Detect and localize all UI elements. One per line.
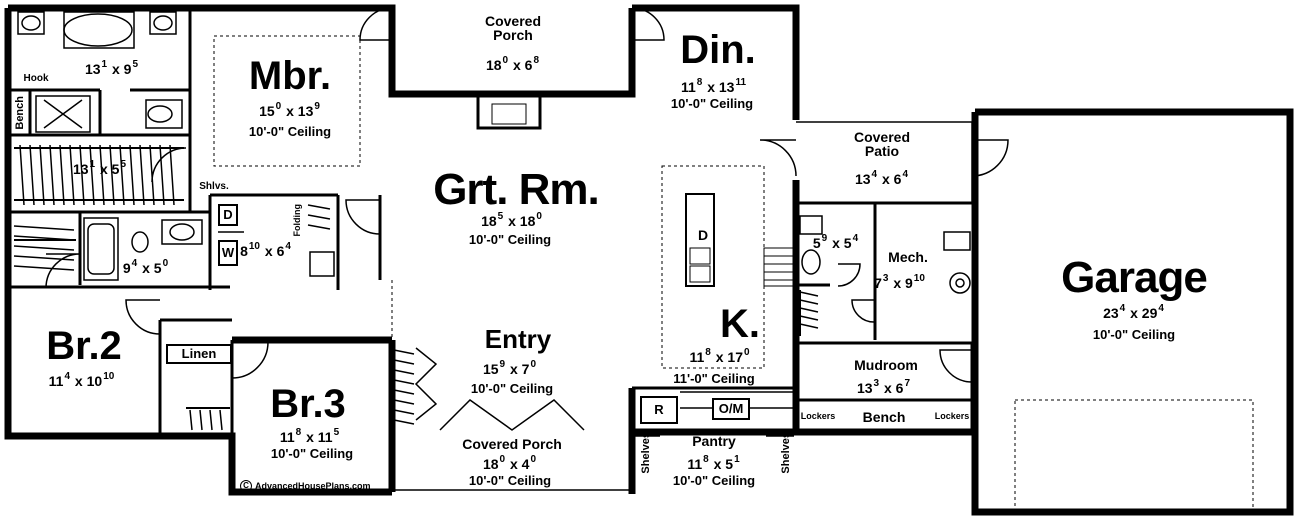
closet-master-dims: 131 x 55 [72,159,127,177]
copyright-icon: C [240,480,252,492]
porch-front-ceiling: 10'-0" Ceiling [468,473,552,488]
bench-small-label: Bench [14,96,26,130]
dryer-label: D [218,204,238,226]
fixtures [17,11,971,294]
room-mbr-dims: 150 x 139 [259,101,320,119]
bath2-dims: 94 x 50 [122,258,169,276]
dishwasher-label: D [697,227,709,243]
lockers-left-label: Lockers [800,411,836,421]
half-bath-dims: 59 x 54 [812,233,859,251]
room-great-dims: 185 x 180 [481,211,542,229]
room-entry-ceiling: 10'-0" Ceiling [470,381,554,396]
bench-label: Bench [862,409,906,425]
room-din-name: Din. [680,28,756,72]
porch-front-name: Covered Porch [462,436,562,452]
porch-outlines [392,121,973,491]
room-mech-dims: 73 x 910 [874,273,925,291]
washer-label: W [218,240,238,266]
room-kitchen-dims: 118 x 170 [689,347,750,365]
room-br3-name: Br.3 [270,382,346,426]
bath-master-dims: 131 x 95 [84,59,139,77]
kitchen-island [685,193,715,287]
closet-hangers [13,144,819,431]
shelves-label: Shlvs. [199,181,229,192]
room-mbr-ceiling: 10'-0" Ceiling [248,124,332,139]
room-mudroom-dims: 133 x 67 [856,378,911,396]
room-garage-dims: 234 x 294 [1103,303,1164,321]
hook-label: Hook [23,73,49,84]
lockers-right-label: Lockers [934,411,970,421]
room-great-ceiling: 10'-0" Ceiling [468,232,552,247]
room-din-dims: 118 x 1311 [680,77,747,95]
shelves-right-label: Shelves [780,432,792,474]
room-pantry-dims: 118 x 51 [687,454,740,472]
porch-top-dims: 180 x 68 [485,55,540,73]
room-entry-name: Entry [484,324,552,354]
room-great-name: Grt. Rm. [433,165,600,214]
room-br2-dims: 114 x 1010 [48,371,115,389]
room-garage-name: Garage [1061,253,1208,302]
fridge-label: R [640,396,678,424]
room-pantry-name: Pantry [692,433,736,449]
room-br3-ceiling: 10'-0" Ceiling [270,446,354,461]
porch-front-dims: 180 x 40 [482,454,537,472]
room-kitchen-name: K. [720,302,760,346]
laundry-dims: 810 x 64 [240,241,291,259]
room-br3-dims: 118 x 115 [279,427,340,445]
door-swings [45,7,1009,431]
patio-dims: 134 x 64 [854,169,909,187]
copyright-notice: C AdvancedHousePlans.com [240,480,371,492]
stairs [763,247,795,287]
room-mbr-name: Mbr. [248,54,332,98]
room-kitchen-ceiling: 11'-0" Ceiling [673,371,755,386]
room-mech-name: Mech. [888,249,928,265]
room-mudroom-name: Mudroom [854,357,918,373]
room-pantry-ceiling: 10'-0" Ceiling [672,473,756,488]
room-br2-name: Br.2 [46,324,122,368]
folding-label: Folding [292,204,302,237]
oven-label: O/M [712,398,750,420]
shelves-left-label: Shelves [640,432,652,474]
dashed-outlines [213,35,1254,513]
room-din-ceiling: 10'-0" Ceiling [670,96,754,111]
room-entry-dims: 159 x 70 [482,359,537,377]
interior-walls [10,8,974,436]
copyright-text: AdvancedHousePlans.com [255,481,371,491]
linen-label: Linen [166,344,232,364]
room-garage-ceiling: 10'-0" Ceiling [1092,327,1176,342]
fireplace [476,94,542,130]
